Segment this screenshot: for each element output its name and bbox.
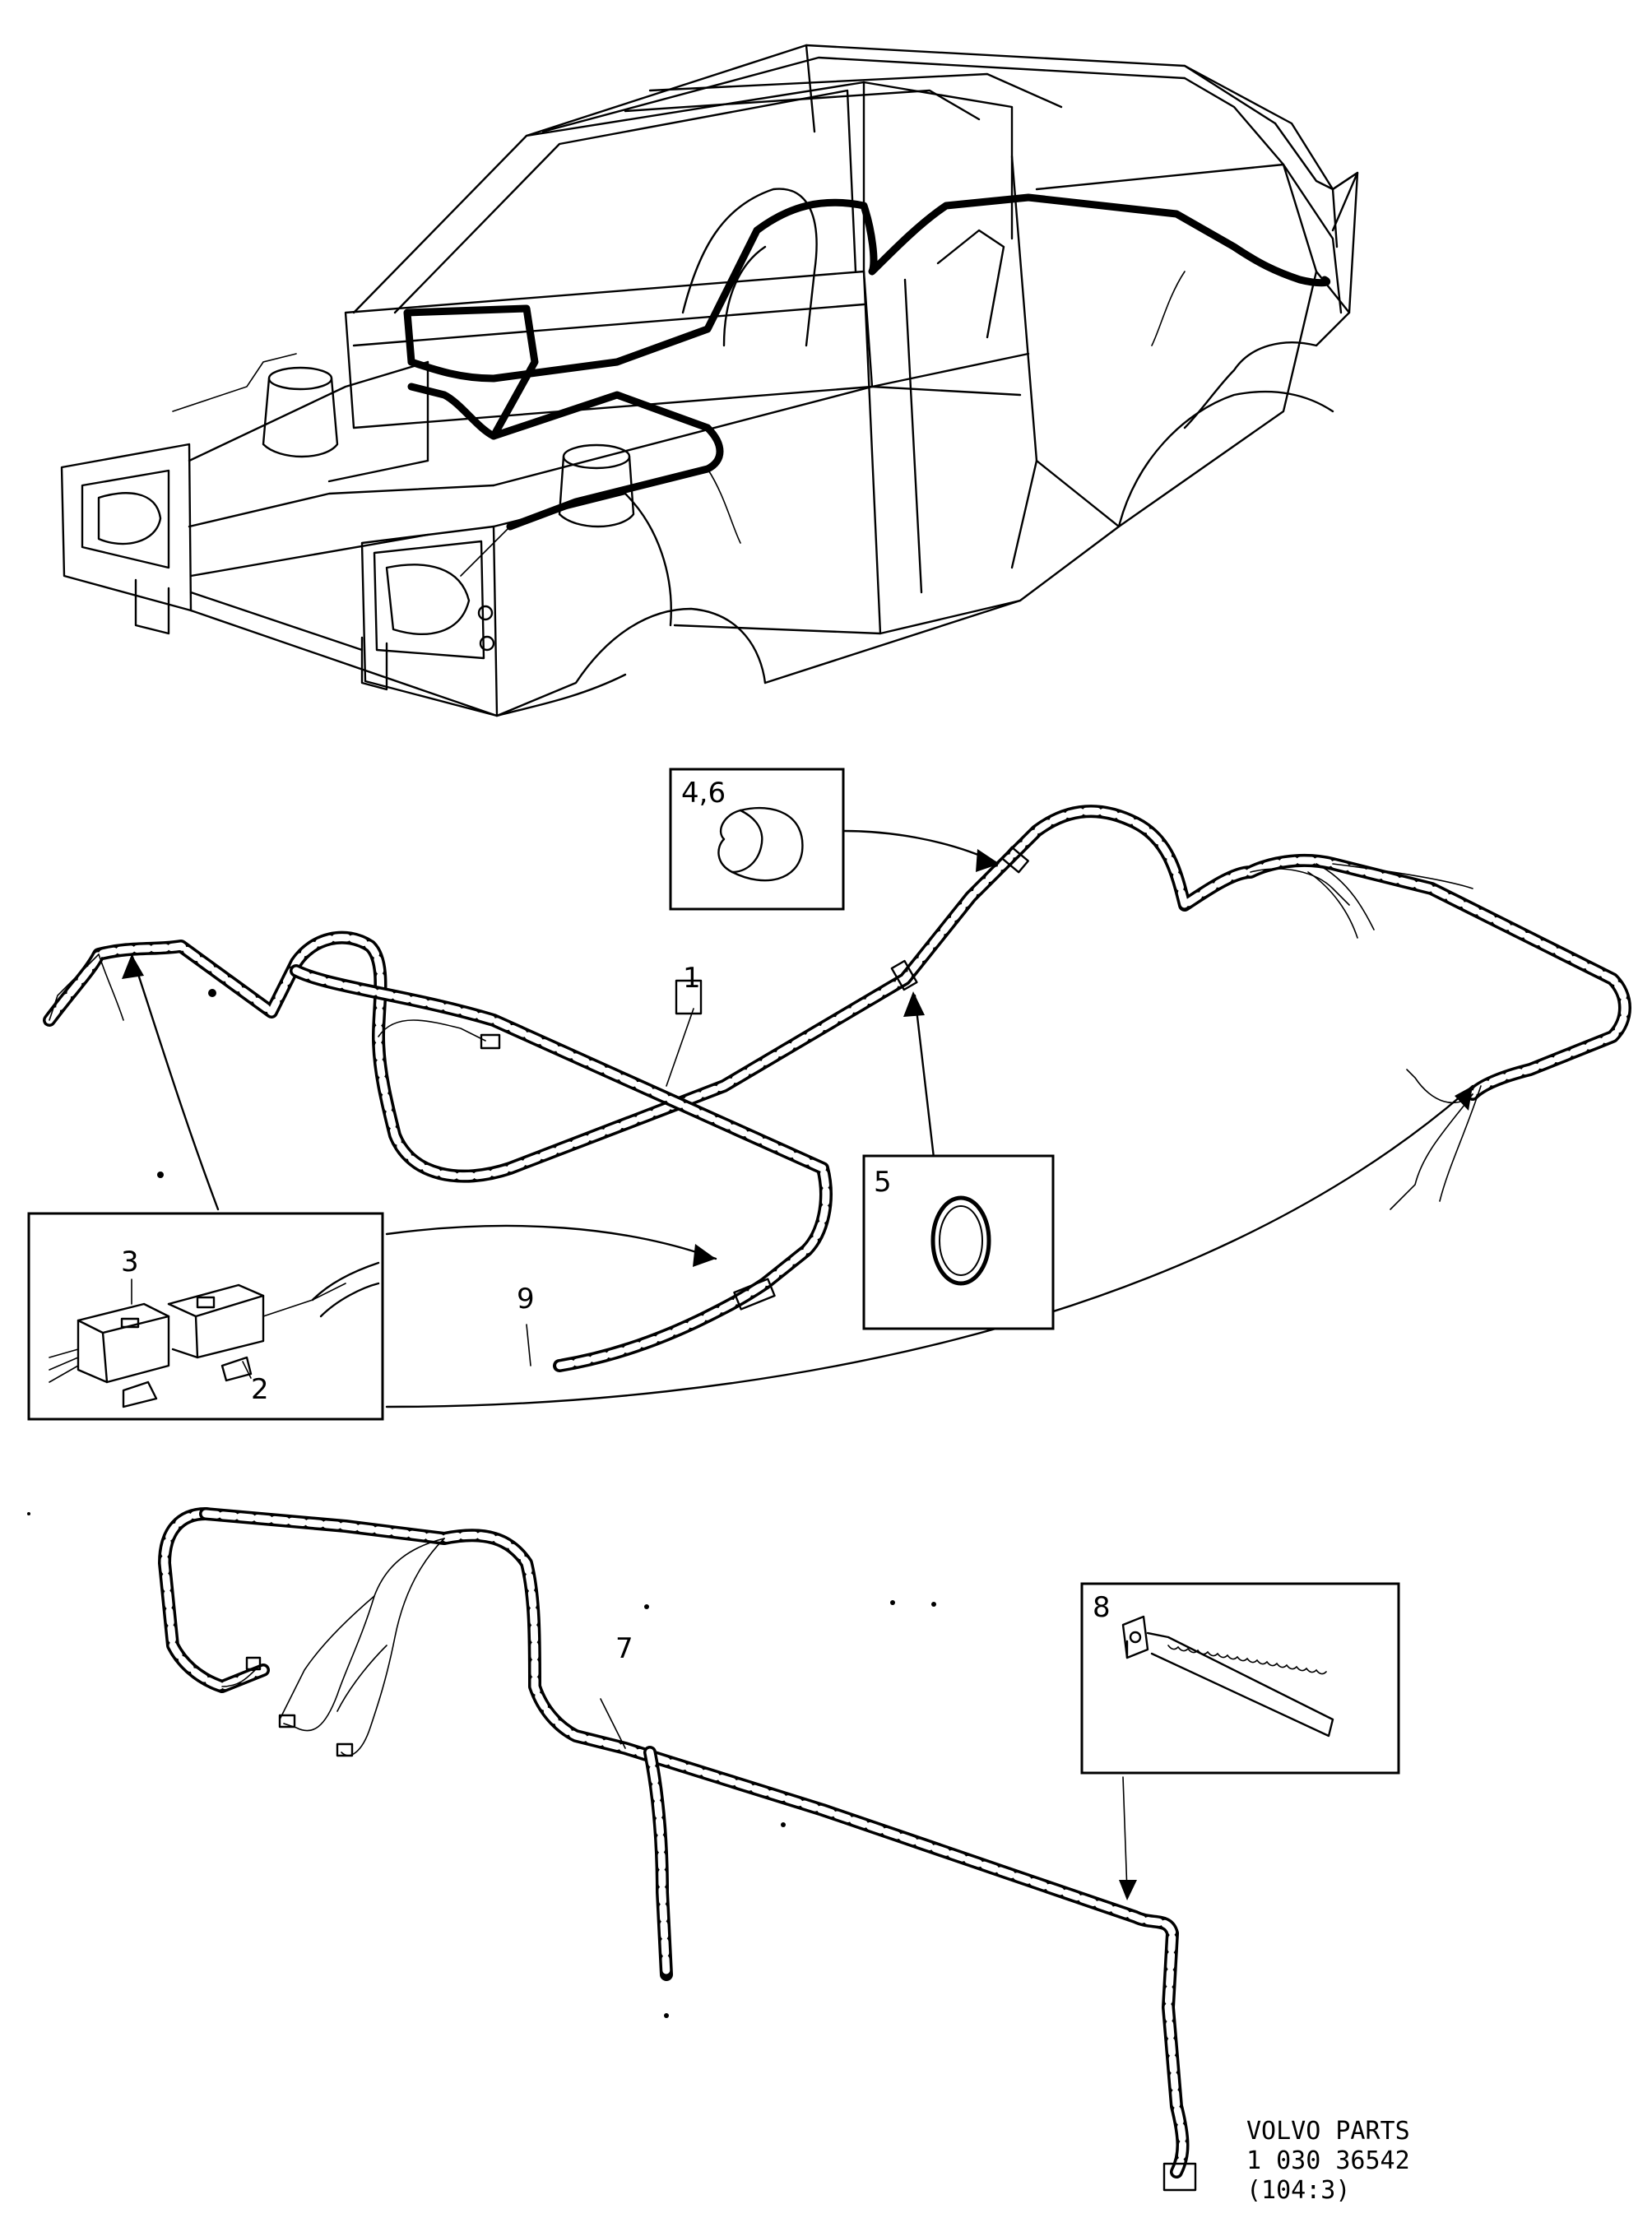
callout-4-6: 4,6 (681, 777, 726, 810)
main-wiring-harness (43, 805, 1631, 1372)
callout-5: 5 (874, 1166, 892, 1199)
part-number-footer: VOLVO PARTS 1 030 36542 (104:3) (1246, 2117, 1410, 2205)
detail-box-grommet: 5 (862, 1154, 1055, 1330)
rear-wiring-harness (27, 1507, 1197, 2192)
callout-3: 3 (121, 1246, 139, 1278)
callout-1: 1 (683, 962, 701, 995)
callout-9: 9 (517, 1283, 535, 1315)
footer-ref: (104:3) (1246, 2176, 1350, 2205)
detail-box-relays: 3 2 (27, 1212, 384, 1421)
callout-7: 7 (615, 1632, 633, 1665)
car-body-illustration (60, 44, 1359, 717)
pointer-arrows (122, 829, 1474, 1408)
detail-box-cable-tie: 8 (1080, 1582, 1400, 1775)
footer-number: 1 030 36542 (1246, 2146, 1410, 2175)
detail-box-clip: 4,6 (669, 768, 845, 911)
callout-8: 8 (1093, 1591, 1111, 1624)
callout-2: 2 (251, 1373, 269, 1406)
footer-brand: VOLVO PARTS (1246, 2117, 1410, 2146)
